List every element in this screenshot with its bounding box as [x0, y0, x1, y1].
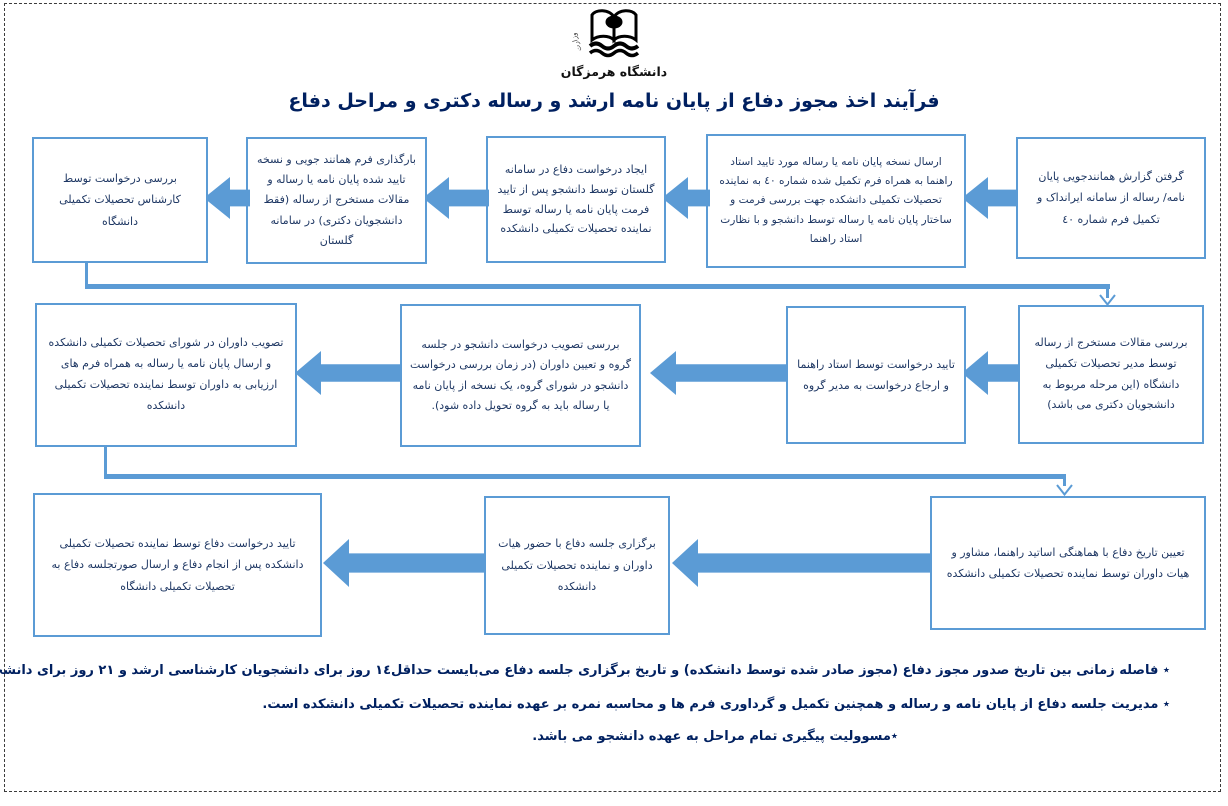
connector-line	[1063, 479, 1066, 486]
down-arrow-icon	[1099, 294, 1116, 306]
ministry-arc-text: وزارت علوم، تحقیقات و فناوری	[545, 0, 584, 53]
university-emblem-icon: وزارت علوم، تحقیقات و فناوری	[545, 0, 640, 58]
connector-line	[1106, 289, 1109, 298]
flow-arrow-left-icon	[662, 177, 710, 219]
down-arrow-icon	[1056, 484, 1073, 496]
flow-arrow-left-icon	[962, 351, 1020, 395]
flow-arrow-left-icon	[323, 539, 486, 587]
flow-step-9: تصویب داوران در شورای تحصیلات تکمیلی دان…	[35, 303, 297, 447]
flow-step-2: ارسال نسخه پایان نامه یا رساله مورد تایی…	[706, 134, 966, 268]
flow-arrow-left-icon	[204, 177, 250, 219]
flow-arrow-left-icon	[650, 351, 788, 395]
flow-step-10: تعیین تاریخ دفاع با هماهنگی اساتید راهنم…	[930, 496, 1206, 630]
flow-step-4: بارگذاری فرم همانند جویی و نسخه تایید شد…	[246, 137, 427, 264]
note-line-2: ٭ مدیریت جلسه دفاع از پایان نامه و رساله…	[262, 697, 1170, 712]
flow-arrow-left-icon	[962, 177, 1018, 219]
flow-step-7: تایید درخواست توسط استاد راهنما و ارجاع …	[786, 306, 966, 444]
flow-step-6: بررسی مقالات مستخرج از رساله توسط مدیر ت…	[1018, 305, 1204, 444]
university-name: دانشگاه هرمزگان	[560, 64, 668, 79]
svg-text:وزارت علوم، تحقیقات و فناوری: وزارت علوم، تحقیقات و فناوری	[548, 0, 584, 53]
flow-step-3: ایجاد درخواست دفاع در سامانه گلستان توسط…	[486, 136, 666, 263]
flow-step-8: بررسی تصویب درخواست دانشجو در جلسه گروه …	[400, 304, 641, 447]
flow-step-11: برگزاری جلسه دفاع با حضور هیات داوران و …	[484, 496, 670, 635]
flow-arrow-left-icon	[423, 177, 489, 219]
connector-line	[104, 474, 1066, 479]
connector-line	[104, 446, 107, 477]
flow-step-1: گرفتن گزارش همانندجویی پایان نامه/ رساله…	[1016, 137, 1206, 259]
flow-step-5: بررسی درخواست توسط کارشناس تحصیلات تکمیل…	[32, 137, 208, 263]
flow-arrow-left-icon	[672, 539, 932, 587]
university-logo: وزارت علوم، تحقیقات و فناوری دانشگاه هرم…	[545, 0, 680, 79]
page-title: فرآیند اخذ مجوز دفاع از پایان نامه ارشد …	[288, 90, 940, 112]
flow-arrow-left-icon	[295, 351, 402, 395]
flow-step-12: تایید درخواست دفاع توسط نماینده تحصیلات …	[33, 493, 322, 637]
note-line-1: ٭ فاصله زمانی بین تاریخ صدور مجوز دفاع (…	[0, 663, 1170, 678]
connector-line	[85, 284, 1110, 289]
connector-line	[85, 261, 88, 287]
note-line-3: ٭مسوولیت پیگیری تمام مراحل به عهده دانشج…	[532, 729, 898, 744]
